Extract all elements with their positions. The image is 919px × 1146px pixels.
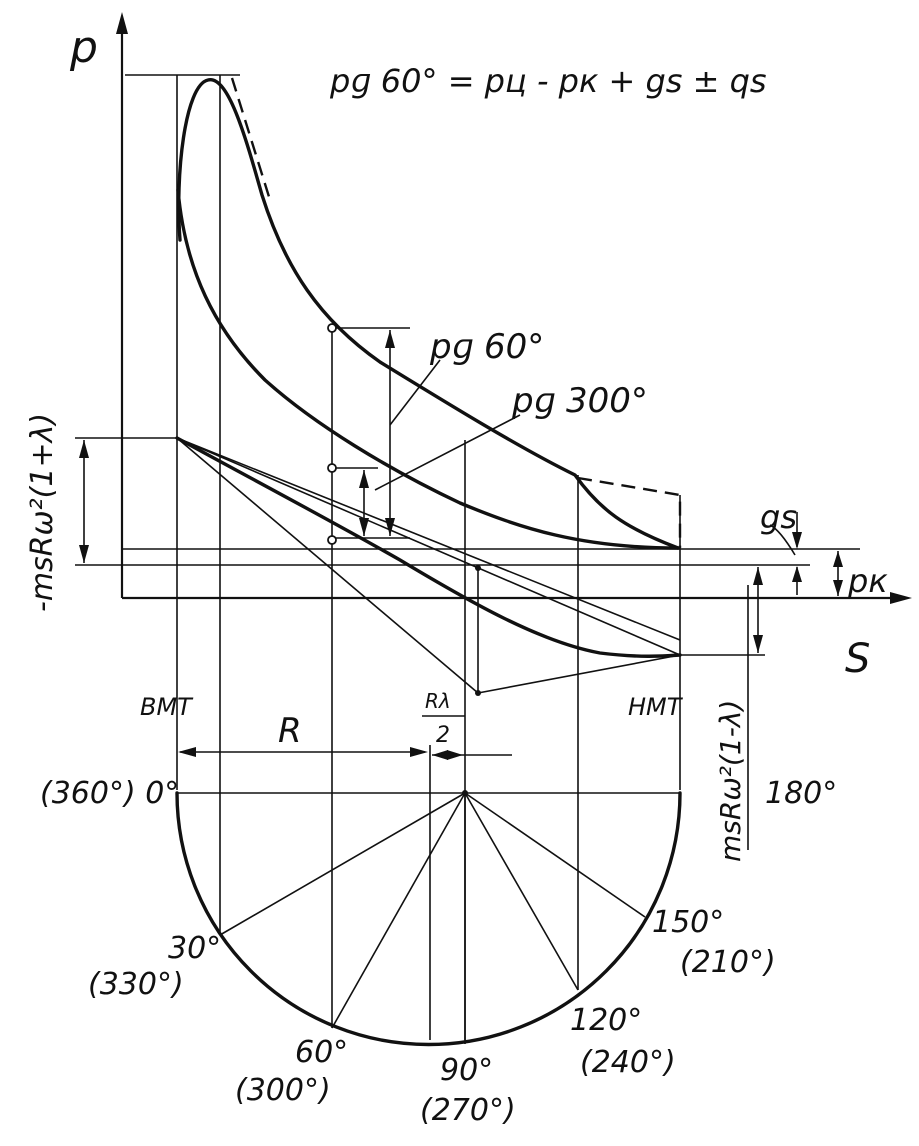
s-axis-arrow bbox=[890, 592, 912, 604]
angle-180-label: 180° bbox=[765, 776, 837, 811]
formula-label: pɡ 60° = pц - pк + gs ± qs bbox=[329, 62, 767, 100]
marker-points bbox=[327, 323, 481, 696]
text-labels: p S pɡ 60° = pц - pк + gs ± qs pɡ 60° pɡ… bbox=[25, 22, 888, 1128]
crank-ray-150 bbox=[464, 792, 646, 918]
leader-lines bbox=[374, 359, 796, 556]
angle-210-label: (210°) bbox=[680, 945, 776, 980]
p-axis-arrow bbox=[116, 12, 128, 34]
angle-330-label: (330°) bbox=[88, 967, 184, 1002]
crank-ray-30 bbox=[219, 792, 466, 936]
dashed-combustion-line bbox=[230, 77, 272, 201]
angle-270-label: (270°) bbox=[420, 1093, 516, 1128]
angle-120-label: 120° bbox=[570, 1003, 642, 1038]
angle-0-label: (360°) 0° bbox=[40, 776, 179, 811]
pressure-curves bbox=[175, 77, 682, 658]
pg60-label: pɡ 60° bbox=[429, 327, 544, 367]
inertia-ray-2 bbox=[176, 437, 681, 656]
r-label: R bbox=[278, 711, 302, 751]
angle-150-label: 150° bbox=[652, 905, 724, 940]
angle-240-label: (240°) bbox=[580, 1045, 676, 1080]
left-inertia-label: -msRω²(1+λ) bbox=[25, 413, 60, 612]
angle-30-label: 30° bbox=[168, 931, 221, 966]
gs-label: gs bbox=[760, 498, 797, 536]
pg300-leader bbox=[374, 414, 521, 491]
bmt-label: BMT bbox=[140, 693, 194, 721]
rlambda-num-label: Rλ bbox=[425, 689, 451, 713]
point-offset-top bbox=[475, 565, 481, 571]
rlambda-den-label: 2 bbox=[436, 723, 450, 748]
gs-leader bbox=[769, 524, 796, 556]
crank-circle bbox=[175, 790, 682, 1047]
dimension-arrows bbox=[79, 330, 843, 760]
pk-label: pк bbox=[847, 562, 888, 600]
inertia-ray-4 bbox=[477, 654, 681, 694]
crank-center bbox=[462, 790, 468, 796]
point-offset-bottom bbox=[475, 690, 481, 696]
dashed-exhaust-line bbox=[577, 476, 682, 548]
indicator-curve-expansion bbox=[177, 78, 680, 550]
pg300-label: pɡ 300° bbox=[511, 381, 648, 421]
inertia-force-curve bbox=[175, 436, 682, 658]
crank-ray-60 bbox=[331, 792, 466, 1029]
nmt-label: HMT bbox=[628, 693, 684, 721]
angle-90-label: 90° bbox=[440, 1053, 493, 1088]
construction-horizontals bbox=[75, 74, 860, 794]
right-inertia-label: msRω²(1-λ) bbox=[714, 700, 747, 862]
angle-60-label: 60° bbox=[295, 1035, 348, 1070]
point-pg60-top bbox=[327, 323, 337, 333]
inertia-ray-3 bbox=[176, 437, 681, 641]
inertia-construction bbox=[176, 437, 681, 694]
axis-p-label: p bbox=[69, 22, 98, 73]
point-pg300-top bbox=[327, 463, 337, 473]
pg60-leader bbox=[389, 359, 441, 426]
axis-s-label: S bbox=[845, 636, 870, 682]
axes bbox=[116, 12, 912, 604]
point-inertia-60 bbox=[327, 535, 337, 545]
inertia-ray-1 bbox=[176, 437, 479, 694]
angle-300-label: (300°) bbox=[235, 1073, 331, 1108]
construction-verticals bbox=[176, 75, 749, 1040]
compression-curve bbox=[176, 188, 680, 550]
crank-semicircle bbox=[175, 791, 682, 1047]
crank-ray-120 bbox=[464, 792, 579, 991]
